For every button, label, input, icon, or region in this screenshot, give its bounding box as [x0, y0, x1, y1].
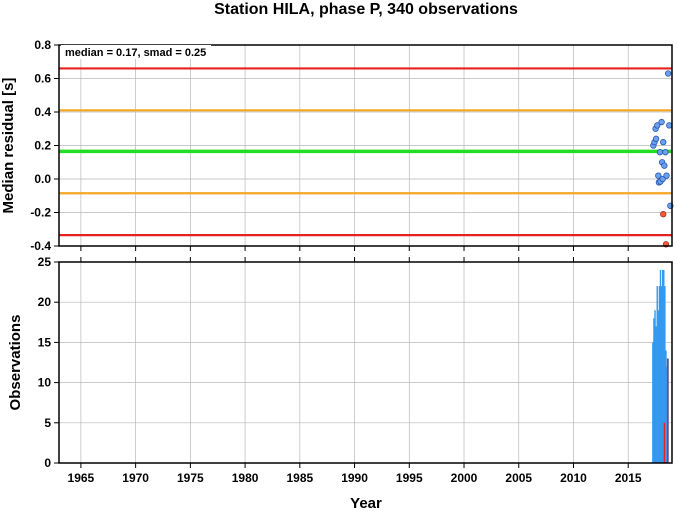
top-y-tick-label: 0.2: [34, 139, 51, 153]
residual-point: [666, 122, 673, 129]
x-tick-label: 1980: [232, 471, 259, 485]
bottom-y-tick-label: 5: [44, 416, 51, 430]
bottom-panel-y-ticks: 0 5 10 15 20 25: [38, 255, 59, 470]
outlier-point: [660, 211, 667, 218]
top-y-tick-label: -0.4: [30, 239, 51, 253]
bottom-panel-x-ticks: 1965 1970 1975 1980 1985 1990 1995 2000 2005 2010…: [68, 463, 642, 485]
residual-point: [654, 122, 661, 129]
chart-title: Station HILA, phase P, 340 observations: [214, 1, 518, 18]
bottom-panel-frame: [58, 261, 673, 464]
bottom-y-tick-label: 25: [38, 255, 52, 269]
x-tick-label: 1990: [341, 471, 368, 485]
residual-point: [655, 172, 662, 179]
bottom-panel-grid: [59, 261, 672, 464]
stats-annotation: median = 0.17, smad = 0.25: [65, 47, 206, 59]
x-tick-label: 1985: [286, 471, 313, 485]
residual-point: [652, 135, 660, 142]
x-tick-label: 2000: [451, 471, 478, 485]
x-tick-label: 2015: [615, 471, 642, 485]
bottom-y-tick-label: 10: [38, 376, 52, 390]
reference-lines: [59, 67, 672, 237]
top-y-tick-label: -0.2: [30, 206, 51, 220]
residual-point: [658, 118, 665, 126]
x-tick-label: 2010: [560, 471, 587, 485]
x-tick-label: 1965: [68, 471, 95, 485]
residual-point: [660, 138, 667, 146]
x-tick-label: 1970: [122, 471, 149, 485]
top-panel-grid: [59, 44, 672, 247]
bottom-y-tick-label: 15: [38, 335, 52, 349]
top-y-tick-label: 0.6: [34, 72, 51, 86]
residual-point: [661, 162, 668, 169]
x-tick-label: 2005: [505, 471, 532, 485]
residual-point: [665, 70, 672, 77]
top-panel-x-tickmarks: [80, 246, 629, 262]
observation-bars: [652, 270, 669, 463]
x-tick-label: 1975: [177, 471, 204, 485]
top-y-tick-label: 0.0: [34, 172, 51, 186]
top-y-tick-label: 0.4: [34, 105, 51, 119]
bottom-y-tick-label: 20: [38, 295, 52, 309]
bottom-panel-y-axis-label: Observations: [7, 315, 24, 411]
x-tick-label: 1995: [396, 471, 423, 485]
bottom-y-tick-label: 0: [44, 456, 51, 470]
residual-point: [662, 149, 669, 156]
top-panel-y-ticks: -0.4 -0.2 0.0 0.2 0.4 0.6 0.8: [30, 38, 59, 253]
residual-points: [650, 70, 674, 248]
residual-point: [656, 149, 664, 156]
top-y-tick-label: 0.8: [34, 38, 51, 52]
x-axis-label: Year: [350, 495, 382, 511]
residual-point: [663, 172, 670, 179]
annotation-background: [61, 45, 211, 59]
top-panel-y-axis-label: Median residual [s]: [0, 78, 17, 214]
